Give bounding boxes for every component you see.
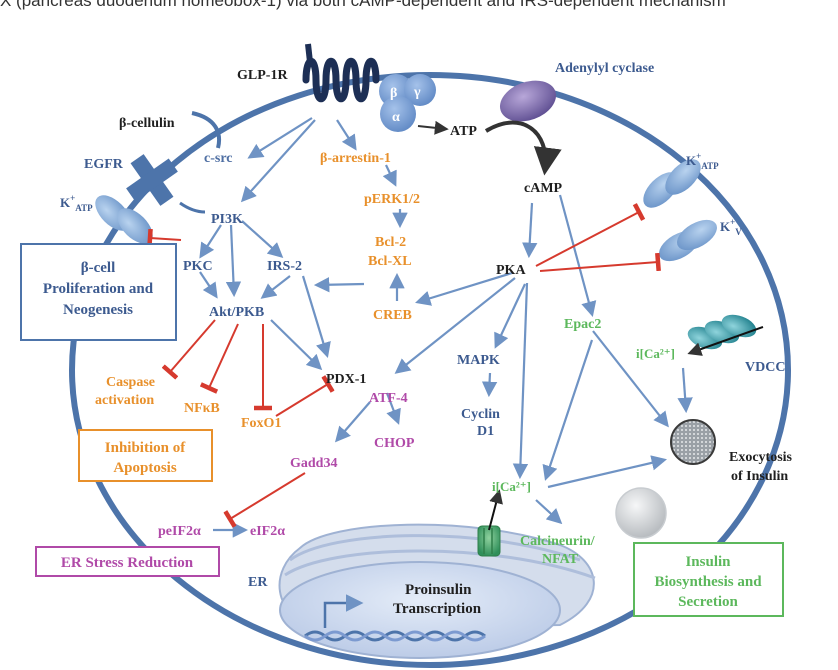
svg-text:Neogenesis: Neogenesis (63, 302, 133, 318)
g-gamma-icon (404, 74, 436, 106)
svg-text:ER Stress Reduction: ER Stress Reduction (61, 555, 194, 571)
pi3k-label: PI3K (211, 212, 243, 227)
exocytosis-label-1: Exocytosis (729, 450, 793, 465)
transcription-arrow (323, 594, 364, 628)
katp-right-label: K+ATP (686, 151, 719, 171)
csrc-label: c-src (204, 151, 233, 166)
g-alpha-label: α (392, 110, 400, 125)
egfr-receptor-icon (126, 154, 178, 206)
proinsulin-label-2: Transcription (393, 601, 482, 617)
cyclin-label: Cyclin (461, 407, 500, 422)
inhibition-lines (147, 202, 661, 528)
glp1r-label: GLP-1R (237, 68, 288, 83)
g-beta-label: β (390, 86, 397, 101)
atp-label: ATP (450, 124, 477, 139)
arrow-galpha-atp (417, 120, 449, 135)
er-stress-box: ER Stress Reduction (35, 546, 220, 577)
calcineurin-label-1: Calcineurin/ (520, 534, 596, 549)
akt-label: Akt/PKB (209, 305, 264, 320)
foxo1-label: FoxO1 (241, 416, 281, 431)
ca-right-label: i[Ca²⁺] (636, 346, 675, 361)
camp-label: cAMP (524, 181, 563, 196)
beta-cellulin-label: β-cellulin (119, 116, 175, 131)
kv-label: K+V (720, 217, 742, 237)
adenylyl-cyclase-icon (499, 80, 557, 122)
dna-strand-b (304, 630, 486, 642)
ca-bottom-label: i[Ca²⁺] (492, 479, 531, 494)
katp-right-channel-icon (643, 159, 701, 208)
peif2a-label: peIF2α (158, 524, 201, 539)
beta-cellulin-ligand-icon (191, 111, 221, 149)
mapk-label: MAPK (457, 353, 500, 368)
activation-arrows (199, 117, 693, 538)
proliferation-box: β-cell Proliferation and Neogenesis (20, 243, 177, 341)
svg-text:Proliferation and: Proliferation and (43, 281, 154, 297)
glp1r-receptor-icon (302, 43, 380, 103)
perk-label: pERK1/2 (364, 192, 420, 207)
epac2-label: Epac2 (564, 317, 601, 332)
katp-left-channel-icon (95, 195, 153, 244)
cell-membrane (69, 72, 791, 668)
g-alpha-icon (380, 96, 416, 132)
cyclin-d1-label: D1 (477, 424, 494, 439)
pdx1-label: PDX-1 (326, 372, 366, 387)
exocytosis-vesicle (670, 419, 716, 465)
ca-influx-arrow (687, 326, 764, 356)
bcl2-label: Bcl-2 (375, 235, 406, 250)
er-label: ER (248, 575, 268, 590)
caspase-label-2: activation (95, 393, 154, 408)
chop-label: CHOP (374, 436, 415, 451)
calcineurin-label-2: NFAT (542, 552, 579, 567)
bclxl-label: Bcl-XL (368, 254, 412, 269)
atf4-label: ATF-4 (369, 391, 408, 406)
vdcc-label: VDCC (745, 360, 785, 375)
svg-text:Biosynthesis and: Biosynthesis and (654, 574, 762, 590)
irs2-label: IRS-2 (267, 259, 302, 274)
svg-text:Inhibition of: Inhibition of (105, 440, 186, 456)
gadd34-label: Gadd34 (290, 456, 337, 471)
er-calcium-channel-icon (477, 525, 501, 557)
insulin-granule (615, 487, 667, 539)
nfkb-label: NFκB (184, 401, 220, 416)
exocytosis-label-2: of Insulin (731, 469, 788, 484)
biosynthesis-box: Insulin Biosynthesis and Secretion (633, 542, 784, 617)
svg-text:β-cell: β-cell (81, 260, 116, 276)
creb-label: CREB (373, 308, 412, 323)
eif2a-label: eIF2α (250, 524, 285, 539)
egfr-pi3k-link (179, 201, 206, 214)
header-text: X (pancreas duodenum homeobox-1) via bot… (0, 0, 726, 10)
egfr-label: EGFR (84, 157, 124, 172)
pka-label: PKA (496, 263, 526, 278)
svg-text:Apoptosis: Apoptosis (113, 460, 177, 476)
katp-left-label: K+ATP (60, 193, 93, 213)
svg-text:Insulin: Insulin (685, 554, 731, 570)
dna-strand-a (304, 630, 486, 642)
er-ca-release-arrow (488, 489, 503, 531)
adenylyl-cyclase-label: Adenylyl cyclase (555, 61, 654, 76)
beta-arrestin-label: β-arrestin-1 (320, 151, 391, 166)
svg-text:Secretion: Secretion (678, 594, 738, 610)
proinsulin-label-1: Proinsulin (405, 582, 472, 598)
g-gamma-label: γ (413, 85, 421, 100)
kv-channel-icon (659, 219, 717, 262)
arrow-atp-camp (484, 120, 562, 176)
apoptosis-box: Inhibition of Apoptosis (78, 429, 213, 482)
pkc-label: PKC (183, 259, 213, 274)
caspase-label-1: Caspase (106, 375, 155, 390)
